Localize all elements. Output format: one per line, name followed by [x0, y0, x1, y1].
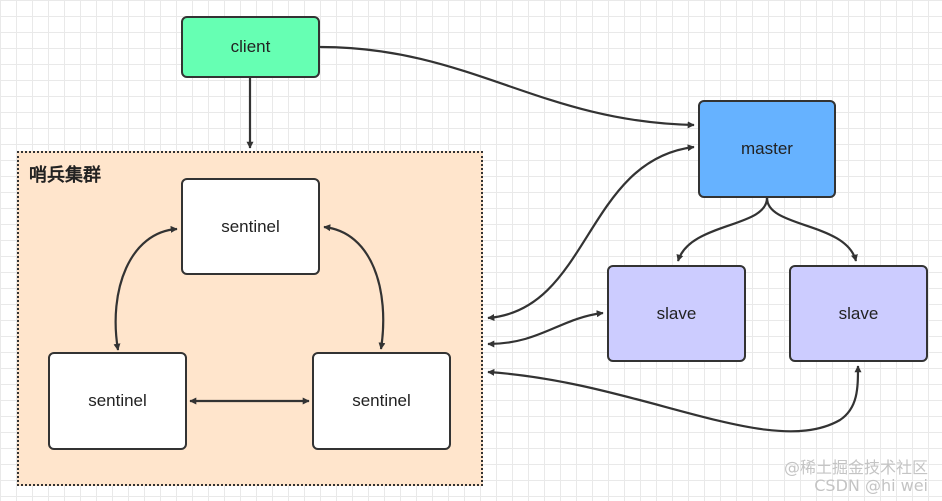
sentinel-node-left-label: sentinel	[88, 391, 147, 410]
slave-node-2[interactable]: slave	[789, 265, 928, 362]
watermark: @稀土掘金技术社区 CSDN @hi wei	[784, 459, 928, 495]
sentinel-node-right-label: sentinel	[352, 391, 411, 410]
sentinel-node-top[interactable]: sentinel	[181, 178, 320, 275]
edge-master-slave1	[676, 197, 769, 262]
client-node-label: client	[230, 37, 271, 56]
sentinel-node-right[interactable]: sentinel	[312, 352, 451, 450]
edge-master-slave2	[765, 197, 858, 262]
edge-cluster-slave1	[487, 310, 604, 348]
sentinel-node-top-label: sentinel	[221, 216, 280, 236]
edge-client-to-master	[319, 45, 695, 129]
cluster-label: 哨兵集群	[29, 165, 101, 186]
sentinel-node-left[interactable]: sentinel	[48, 352, 187, 450]
watermark-line-1: @稀土掘金技术社区	[783, 458, 928, 477]
master-node[interactable]: master	[698, 100, 836, 198]
client-node[interactable]: client	[181, 16, 320, 78]
master-node-label: master	[741, 139, 793, 158]
slave-node-1-label: slave	[656, 303, 697, 323]
watermark-line-2: CSDN @hi wei	[814, 476, 928, 495]
slave-node-1[interactable]: slave	[607, 265, 746, 362]
edge-cluster-slave2	[487, 365, 862, 433]
slave-node-2-label: slave	[838, 303, 879, 323]
